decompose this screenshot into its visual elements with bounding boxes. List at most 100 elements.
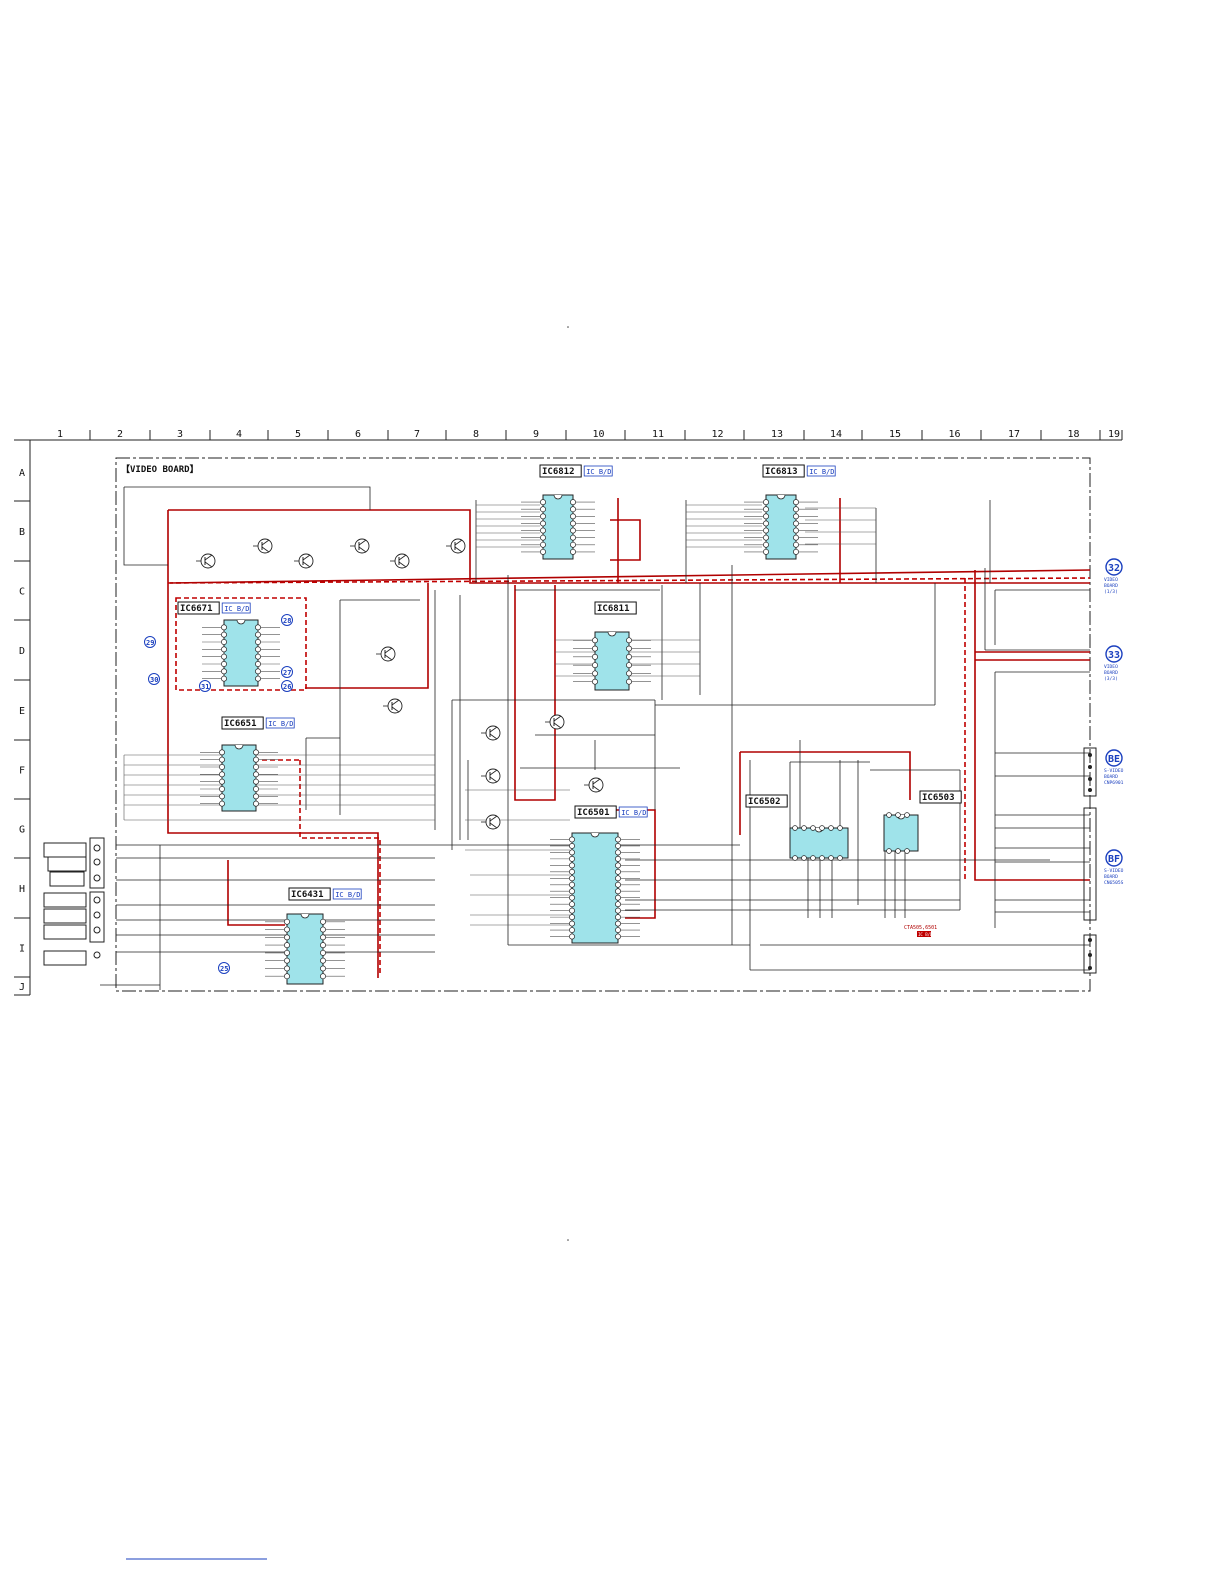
ref-marker-26: 26 [281, 680, 293, 692]
row-label: E [19, 706, 25, 717]
ic-ic6811: IC6811 [573, 601, 651, 691]
connector-id: 32 [1108, 563, 1120, 574]
connector-caption: (3/3) [1104, 676, 1118, 682]
ic-ic6651: IC6651 IC B/D [200, 716, 295, 812]
transistor-symbol [383, 698, 403, 714]
output-terminals [1083, 747, 1097, 974]
transistor-symbol [294, 553, 314, 569]
svg-text:29: 29 [146, 639, 154, 647]
transistor-symbol [253, 538, 273, 554]
note-badge-box [917, 931, 931, 937]
column-label: 14 [830, 429, 842, 440]
connector-caption: VIDEO [1104, 577, 1118, 583]
connector-id: 33 [1108, 650, 1120, 661]
ref-marker-30: 30 [148, 673, 160, 685]
transistor-symbol [196, 553, 216, 569]
column-label: 19 [1108, 429, 1120, 440]
row-label: D [19, 646, 25, 657]
transistor-symbol [481, 725, 501, 741]
ic-ic6503: IC6503 [883, 790, 962, 854]
connector-caption: BOARD [1104, 583, 1118, 589]
ic-label: IC6431 [291, 890, 324, 900]
ic-badge: IC B/D [621, 809, 646, 817]
column-label: 17 [1008, 429, 1020, 440]
connector-caption: BOARD [1104, 774, 1118, 780]
note-text: CTA505,6501 [904, 925, 937, 931]
svg-text:28: 28 [283, 617, 291, 625]
transistor-symbol [376, 646, 396, 662]
page-dot [567, 1239, 569, 1241]
svg-text:26: 26 [283, 683, 291, 691]
transistor-symbol [545, 714, 565, 730]
signal-buses [167, 498, 1091, 978]
ref-marker-28: 28 [281, 614, 293, 626]
dashed-regions [175, 597, 381, 975]
column-label: 3 [177, 429, 183, 440]
column-label: 18 [1068, 429, 1080, 440]
ic-label: IC6813 [765, 467, 798, 477]
column-label: 13 [771, 429, 783, 440]
column-label: 7 [414, 429, 420, 440]
ic-badge: IC B/D [335, 891, 360, 899]
note-badge: IC B/D [918, 932, 933, 937]
transistor-symbol [446, 538, 466, 554]
ic-ic6812: IC6812 IC B/D [521, 464, 613, 560]
page-dot [567, 326, 569, 328]
signal-bundles [123, 504, 876, 926]
connector-caption: S-VIDEO [1104, 868, 1124, 874]
board-outline [115, 457, 1091, 992]
column-label: 4 [236, 429, 242, 440]
board-title: 【VIDEO BOARD】 [121, 464, 199, 475]
column-label: 5 [295, 429, 301, 440]
transistor-symbol [481, 814, 501, 830]
column-label: 1 [57, 429, 63, 440]
input-jacks [43, 837, 105, 966]
ic-badge: IC B/D [224, 605, 249, 613]
transistor-symbol [350, 538, 370, 554]
ic-label: IC6501 [577, 808, 610, 818]
ic-badge: IC B/D [268, 720, 293, 728]
column-label: 10 [593, 429, 605, 440]
connector-caption: CNP6901 [1104, 780, 1124, 786]
ref-marker-29: 29 [144, 636, 156, 648]
row-label: A [19, 468, 25, 479]
ic-ic6502: IC6502 [745, 794, 849, 861]
svg-text:31: 31 [201, 683, 209, 691]
connector-id: BE [1108, 754, 1120, 765]
connector-id: BF [1108, 854, 1120, 865]
connector-caption: S-VIDEO [1104, 768, 1124, 774]
ref-marker-31: 31 [199, 680, 211, 692]
column-label: 11 [652, 429, 664, 440]
grid-frame [14, 430, 1123, 996]
ic-label: IC6671 [180, 604, 213, 614]
transistor-symbol [481, 768, 501, 784]
column-label: 16 [949, 429, 961, 440]
transistors [196, 538, 604, 830]
column-label: 9 [533, 429, 539, 440]
ic-badge: IC B/D [586, 468, 611, 476]
ic-ic6431: IC6431 IC B/D [265, 887, 362, 985]
ic-label: IC6502 [748, 797, 781, 807]
ic-ic6671: IC6671 IC B/D [177, 601, 280, 687]
ic-ic6501: IC6501 IC B/D [550, 805, 648, 944]
ic-label: IC6503 [922, 793, 955, 803]
connector-caption: CN6505S [1104, 880, 1124, 886]
column-label: 12 [712, 429, 724, 440]
svg-text:27: 27 [283, 669, 291, 677]
ic-label: IC6812 [542, 467, 575, 477]
ref-marker-27: 27 [281, 666, 293, 678]
row-label: C [19, 587, 25, 598]
transistor-symbol [584, 777, 604, 793]
ic-label: IC6651 [224, 719, 257, 729]
connector-caption: VIDEO [1104, 664, 1118, 670]
row-label: B [19, 527, 25, 538]
row-label: J [19, 982, 25, 993]
row-label: I [19, 944, 25, 955]
